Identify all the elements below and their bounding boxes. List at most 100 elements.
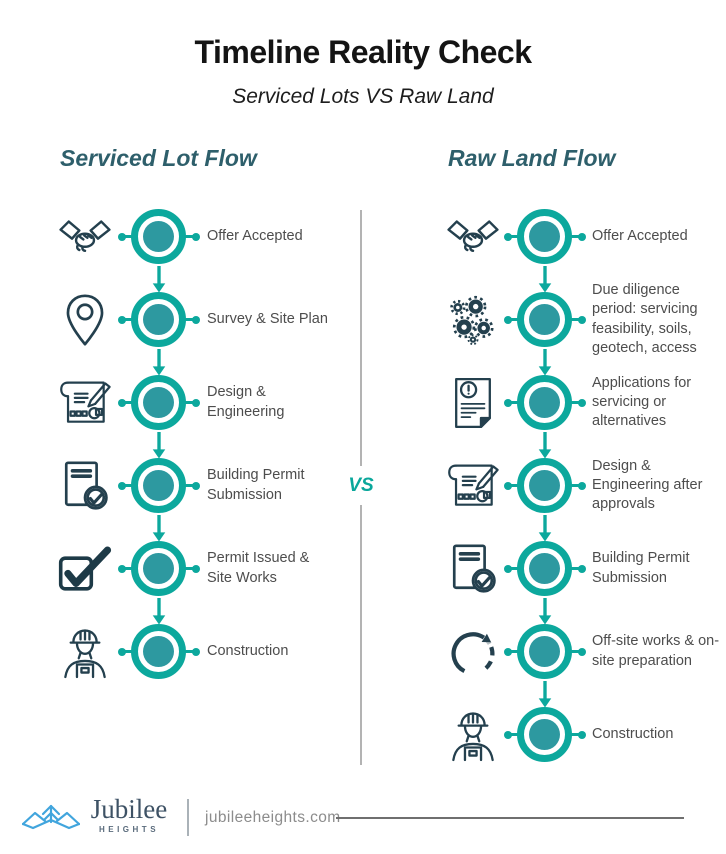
timeline-node [118, 623, 200, 680]
connector-stub-right [185, 235, 193, 238]
timeline-step: Design & Engineering [40, 361, 340, 459]
page-header: Timeline Reality Check Serviced Lots VS … [0, 34, 726, 109]
timeline-step: Offer Accepted [428, 195, 726, 293]
connector-dot-left [504, 564, 512, 573]
connector-dot-right [192, 481, 200, 490]
timeline-node [504, 706, 586, 763]
timeline-step: Off-site works & on-site preparation [428, 610, 726, 708]
step-label: Applications for servicing or alternativ… [592, 374, 692, 430]
down-arrow-icon [152, 431, 166, 459]
timeline-step: Offer Accepted [40, 195, 340, 293]
connector-stub-left [125, 235, 133, 238]
brand-wordmark: Jubilee HEIGHTS [86, 796, 172, 835]
node-core [529, 635, 560, 667]
connector-stub-left [125, 318, 133, 321]
step-label: Construction [207, 642, 289, 659]
node-ring [131, 208, 186, 264]
serviced-lot-steps: Offer Accepted Survey & Site Plan [40, 195, 340, 693]
timeline-node [504, 457, 586, 542]
brand-subtitle: HEIGHTS [98, 825, 160, 834]
connector-stub-right [185, 650, 193, 653]
step-label: Construction [592, 725, 674, 742]
blueprint-icon [445, 458, 501, 514]
node-core [143, 469, 174, 501]
down-arrow-icon [152, 265, 166, 293]
node-ring [517, 374, 572, 430]
node-ring [517, 623, 572, 679]
document-check-icon [57, 458, 113, 514]
connector-dot-right [192, 647, 200, 656]
raw-land-heading: Raw Land Flow [448, 145, 616, 171]
page-title: Timeline Reality Check [194, 34, 533, 70]
connector-dot-left [504, 730, 512, 739]
handshake-icon [445, 209, 501, 265]
column-divider: VS [348, 210, 374, 765]
node-core [529, 552, 560, 584]
worker-icon [445, 707, 501, 763]
node-core [529, 718, 560, 750]
handshake-icon [57, 209, 113, 265]
cycle-arrow-icon [445, 624, 501, 680]
timeline-step: Building Permit Submission [40, 444, 340, 542]
step-label: Design & Engineering after approvals [592, 457, 703, 513]
connector-stub-left [511, 567, 519, 570]
timeline-node [504, 623, 586, 708]
connector-dot-left [504, 398, 512, 407]
location-pin-icon [57, 292, 113, 348]
document-check-icon [445, 541, 501, 597]
connector-stub-left [125, 567, 133, 570]
connector-stub-right [185, 318, 193, 321]
connector-stub-left [511, 235, 519, 238]
serviced-lot-heading: Serviced Lot Flow [60, 145, 257, 171]
step-label: Due diligence period: servicing feasibil… [592, 282, 698, 356]
connector-dot-left [118, 647, 126, 656]
connector-dot-right [192, 564, 200, 573]
connector-stub-left [511, 733, 519, 736]
down-arrow-icon [538, 348, 552, 376]
timeline-step: Permit Issued & Site Works [40, 527, 340, 625]
timeline-node [118, 457, 200, 542]
connector-dot-right [578, 730, 586, 739]
connector-dot-right [578, 481, 586, 490]
timeline-node [504, 374, 586, 459]
mountain-logo-icon [22, 804, 80, 830]
node-core [529, 303, 560, 335]
connector-dot-left [504, 647, 512, 656]
node-core [143, 635, 174, 667]
blueprint-icon [57, 375, 113, 431]
timeline-step: Due diligence period: servicing feasibil… [428, 278, 726, 376]
connector-dot-left [118, 564, 126, 573]
gears-icon [445, 292, 501, 348]
node-core [143, 552, 174, 584]
worker-icon [57, 624, 113, 680]
timeline-step: Building Permit Submission [428, 527, 726, 625]
node-core [529, 220, 560, 252]
timeline-step: Applications for servicing or alternativ… [428, 361, 726, 459]
connector-dot-right [192, 315, 200, 324]
checkbox-check-icon [57, 541, 113, 597]
connector-stub-right [185, 484, 193, 487]
node-core [143, 303, 174, 335]
connector-stub-right [571, 318, 579, 321]
connector-dot-right [192, 232, 200, 241]
connector-dot-left [118, 315, 126, 324]
connector-stub-left [511, 401, 519, 404]
timeline-step: Design & Engineering after approvals [428, 444, 726, 542]
connector-dot-right [578, 564, 586, 573]
node-core [529, 469, 560, 501]
node-ring [517, 540, 572, 596]
connector-stub-left [125, 484, 133, 487]
connector-stub-left [125, 401, 133, 404]
footer-horizontal-rule [336, 817, 684, 819]
vs-label: VS [348, 475, 374, 496]
connector-stub-right [571, 401, 579, 404]
step-label: Survey & Site Plan [207, 310, 328, 327]
divider-line-bottom [360, 505, 362, 765]
node-ring [131, 291, 186, 347]
connector-stub-right [571, 650, 579, 653]
node-ring [131, 540, 186, 596]
timeline-node [504, 208, 586, 293]
step-label: Permit Issued & Site Works [207, 550, 310, 586]
down-arrow-icon [152, 597, 166, 625]
